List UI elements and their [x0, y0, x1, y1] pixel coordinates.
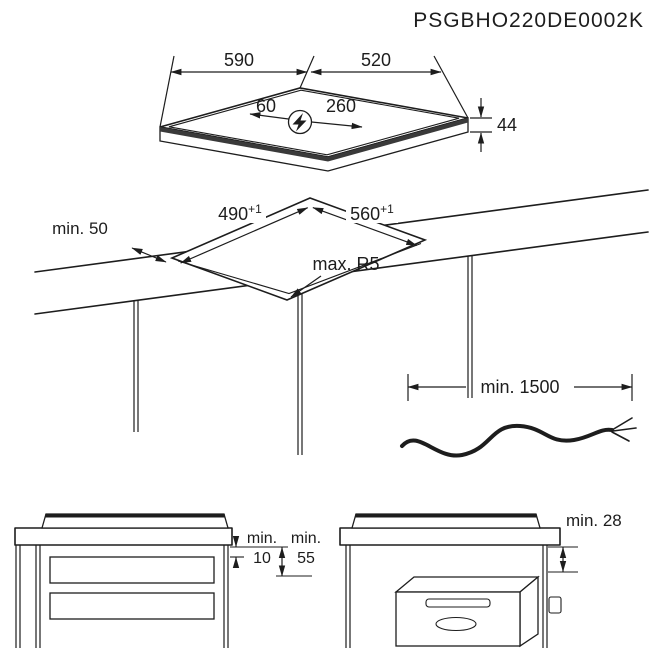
- dim-width-label: 590: [224, 50, 254, 70]
- dim-clearance-min-55: min. 55: [276, 530, 321, 577]
- extension-line: [433, 55, 469, 119]
- cabinet-side-panel: [345, 545, 351, 648]
- extension-line: [159, 55, 175, 128]
- drawer-front: [49, 556, 215, 584]
- cable-offset-back-label: 60: [256, 96, 276, 116]
- cutout-width-label: 490+1: [218, 202, 262, 224]
- cable-offset-side-label: 260: [326, 96, 356, 116]
- cabinet-oven-section: min. 28: [339, 511, 622, 648]
- cabinet-side-panel: [35, 545, 41, 648]
- cable-wire-end: [612, 427, 637, 432]
- oven-clearance-label: min. 28: [566, 511, 622, 530]
- cable-length-view: min. 1500: [400, 374, 637, 458]
- dim-cutout-560: 560+1: [312, 202, 418, 246]
- corner-radius-note: max. R5: [290, 254, 380, 298]
- clearance-min-label: min.: [291, 530, 321, 547]
- product-code: PSGBHO220DE0002K: [413, 9, 644, 32]
- dim-width-590: 590: [159, 50, 315, 128]
- clearance-arrow: [131, 247, 167, 263]
- cable-wire-end: [611, 431, 630, 442]
- cooktop-isometric-view: 590 520 44 60 260: [159, 50, 517, 172]
- gap-value-label: 10: [253, 550, 271, 567]
- cutout-inner-wall: [177, 242, 422, 295]
- oven: [394, 575, 540, 648]
- gap-min-label: min.: [247, 530, 277, 547]
- worktop-slab: [339, 527, 561, 546]
- leader-line: [290, 275, 322, 298]
- clearance-value-label: 55: [297, 550, 315, 567]
- dimension-line: [312, 207, 418, 246]
- drawer-front: [49, 592, 215, 620]
- dim-height-44: 44: [470, 98, 517, 152]
- dim-depth-label: 520: [361, 50, 391, 70]
- label-bg: [346, 206, 398, 223]
- lightning-bolt-icon: [292, 113, 307, 132]
- cutout-depth-label: 560+1: [350, 202, 394, 224]
- cable-offset-arrow-right: [311, 121, 363, 130]
- front-clearance-label: min. 50: [52, 219, 108, 238]
- dim-gap-min-10: min. 10: [230, 530, 288, 568]
- power-connection-marker: 60 260: [249, 96, 363, 135]
- wall-panel: [15, 545, 21, 648]
- cabinet-side-panel: [542, 545, 548, 648]
- cable-offset-arrow-left: [249, 112, 289, 120]
- dim-depth-520: 520: [310, 50, 469, 119]
- cabinet-drawers-section: min. 10 min. 55: [14, 513, 321, 648]
- worktop-slab: [14, 527, 233, 546]
- dim-height-label: 44: [497, 115, 517, 135]
- socket-box: [548, 596, 562, 614]
- label-bg: [214, 206, 266, 223]
- cable-wire-end: [611, 417, 633, 431]
- dim-cutout-490: 490+1: [180, 202, 309, 264]
- clearance-min-50: min. 50: [52, 219, 167, 263]
- worktop-cutout-view: 490+1 560+1 min. 50 max. R5: [34, 189, 649, 455]
- oven-handle-slot: [425, 598, 491, 608]
- cooktop-glass-edge: [160, 118, 468, 162]
- dim-clearance-min-28: min. 28: [548, 511, 622, 573]
- oven-top-face: [394, 576, 540, 593]
- dimension-line: [180, 207, 309, 264]
- corner-radius-label: max. R5: [312, 254, 379, 274]
- oven-door-handle: [435, 616, 477, 632]
- cable-length-label: min. 1500: [480, 377, 559, 397]
- cabinet-side-panel: [223, 545, 229, 648]
- oven-front: [395, 591, 521, 647]
- product-code-header: PSGBHO220DE0002K: [413, 9, 644, 32]
- power-cable: [400, 423, 614, 458]
- cooktop-inner-border: [168, 89, 460, 156]
